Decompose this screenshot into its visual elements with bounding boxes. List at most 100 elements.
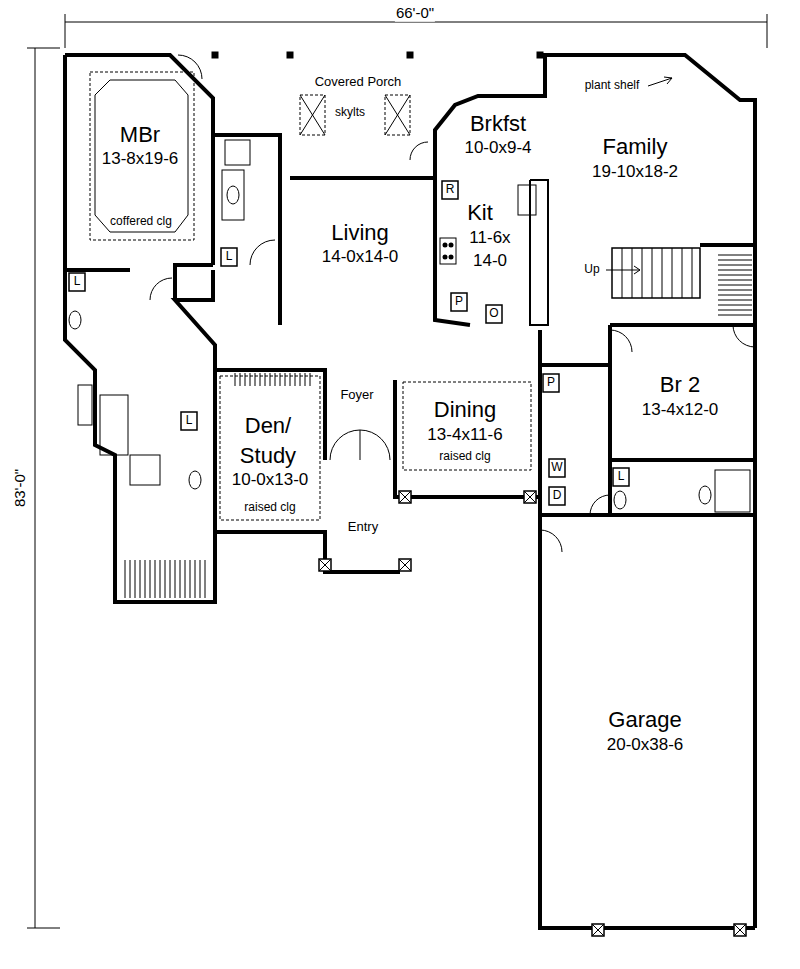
column [592,924,604,936]
room-size: 19-10x18-2 [590,162,680,182]
room: Family 19-10x18-2 [548,60,753,240]
room-name: Family [601,134,670,159]
fixture-label: D [552,489,563,502]
closet-shelf [195,560,196,598]
closet-shelf [718,255,752,256]
door-swing [540,530,562,552]
fixture-label: L [73,275,82,288]
closet-shelf [125,560,126,598]
closet-shelf [718,305,752,306]
label-box [221,248,237,266]
raised-ceiling [403,382,531,470]
room-size: 13-8x19-6 [100,149,181,169]
room-size: 11-6x 14-0 [460,227,520,273]
room-name: Kit [465,200,495,225]
closet-shelf [180,560,181,598]
column-mark [524,491,536,503]
door-swing [590,495,610,515]
door-swing [733,325,755,347]
fixture-label: L [617,470,626,483]
column-mark [399,491,411,503]
dimension-tick [65,14,66,48]
room: Living14-0x14-0 [286,182,432,322]
label-box [442,181,458,199]
room: Brkfst10-0x9-4 [440,100,540,166]
column-mark [524,491,536,503]
label-box [69,273,85,291]
room-size: 10-0x9-4 [462,138,533,158]
closet-shelf [270,373,271,386]
closet-shelf [150,560,151,598]
closet-shelf [170,560,171,598]
wall [65,55,213,265]
stair-tread [672,248,673,298]
closet-shelf [175,560,176,598]
wall [215,470,400,572]
skylight [385,95,410,135]
closet-shelf [135,560,136,598]
door-swing [360,430,390,460]
closet-shelf [185,560,186,598]
room-size: 13-4x11-6 [425,425,504,445]
door-swing [330,430,360,460]
kitchen-island [530,180,548,325]
label-box [543,374,559,392]
wall [290,176,435,180]
leader-line [648,78,672,86]
closet-shelf [205,560,206,598]
room: Garage20-0x38-6 [545,520,753,920]
dimension-label: 83'-0" [12,468,29,508]
column [399,491,411,503]
dimension-tick [27,48,60,49]
column-mark [399,559,411,571]
shower [225,140,250,165]
stair-tread [622,248,623,298]
closet-shelf [235,373,236,386]
stair-tread [682,248,683,298]
note-label: skylts [334,106,366,119]
room-name: Br 2 [658,372,702,397]
ceiling-note: coffered clg [108,215,174,229]
wall [700,243,755,247]
room-size: 13-4x12-0 [640,400,721,420]
skylight-mark [300,95,325,135]
stair [612,248,700,298]
vanity [78,385,92,425]
skylight [300,95,325,135]
room: Den/ Study10-0x13-0raised clg [218,374,323,529]
closet-shelf [718,310,752,311]
wall [213,135,280,325]
closet-shelf [718,265,752,266]
closet-shelf [190,560,191,598]
room-size: 14-0x14-0 [320,247,401,267]
room-size: 10-0x13-0 [230,470,311,490]
dimension-tick [27,928,60,929]
wall [65,268,130,272]
closet-shelf [200,560,201,598]
label-box [549,459,565,477]
burner [449,255,454,260]
column [319,559,331,571]
wall [395,380,540,497]
dimension-line [65,22,767,23]
fixture-label: R [445,183,456,196]
toilet [227,186,239,204]
column-mark [734,924,746,936]
closet-shelf [718,285,752,286]
column [734,924,746,936]
closet-shelf [250,373,251,386]
fixture-label: L [225,250,234,263]
wall [435,55,755,928]
dimension-tick [767,14,768,48]
door-swing [610,330,632,352]
stove [440,238,456,264]
label-box [181,412,197,430]
burner [449,243,454,248]
closet-shelf [310,373,311,386]
closet-shelf [130,560,131,598]
closet-shelf [240,373,241,386]
closet-shelf [718,260,752,261]
room-name: Den/ Study [230,411,306,470]
